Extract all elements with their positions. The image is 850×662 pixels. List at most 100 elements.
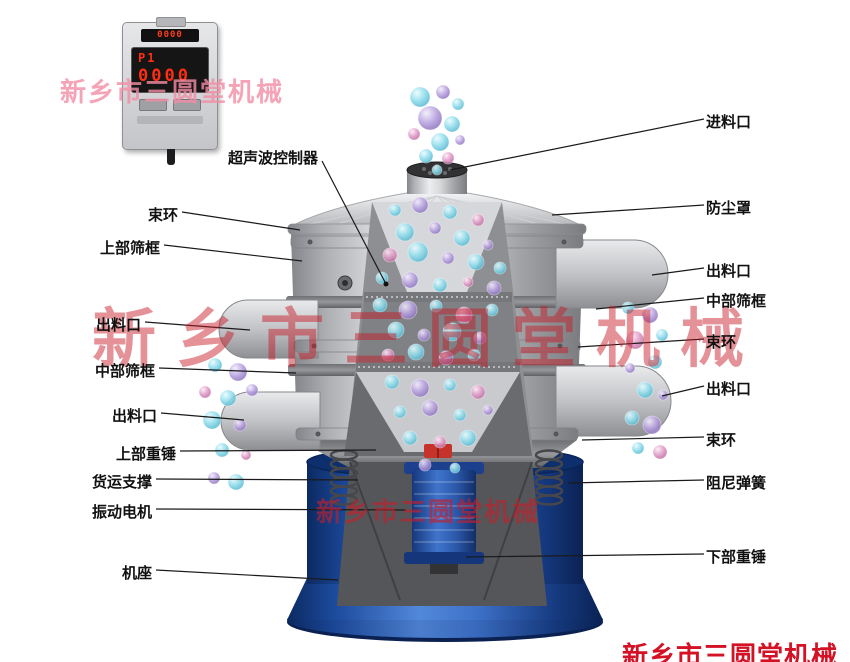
bubble: [387, 321, 405, 339]
bubble: [624, 410, 640, 426]
damping-spring-right: [534, 449, 564, 506]
leader-line: [163, 244, 303, 262]
bubble: [432, 277, 448, 293]
controller-button: [173, 99, 201, 111]
bubble: [398, 300, 418, 320]
label-ultrasonic-controller: 超声波控制器: [228, 150, 319, 167]
bubble: [482, 404, 494, 416]
bubble: [433, 435, 447, 449]
leader-lines: [144, 118, 705, 581]
bubble: [202, 410, 222, 430]
bubble: [442, 204, 458, 220]
bubble: [401, 271, 419, 289]
bubble: [493, 261, 507, 275]
leader-line: [160, 412, 245, 421]
label-upper-weight: 上部重锤: [116, 446, 177, 463]
bubble: [442, 322, 462, 342]
leader-line: [449, 118, 705, 171]
bubble: [198, 385, 212, 399]
bubble: [407, 241, 429, 263]
bubble: [624, 362, 636, 374]
bubble: [443, 378, 457, 392]
bubble: [233, 418, 247, 432]
leader-line: [651, 267, 705, 276]
vibration-motor: [404, 462, 484, 574]
bubble: [467, 253, 485, 271]
discharge-chute-left-bottom: [220, 391, 321, 451]
bubble: [388, 203, 402, 217]
bubble: [431, 164, 443, 176]
bubble: [647, 354, 663, 370]
bubble: [407, 343, 425, 361]
label-outlet-right-1: 出料口: [706, 263, 752, 280]
cutaway-interior: [337, 202, 547, 606]
bubble: [449, 462, 461, 474]
bubble: [435, 84, 451, 100]
label-machine-base: 机座: [122, 565, 153, 582]
bubble: [409, 86, 431, 108]
bubble: [393, 405, 407, 419]
controller-mount-tab: [156, 17, 186, 27]
leader-line: [661, 385, 705, 397]
label-outlet-left-2: 出料口: [112, 408, 158, 425]
bubble: [240, 449, 252, 461]
bubble: [631, 441, 645, 455]
bubble: [219, 389, 237, 407]
bubble: [636, 381, 654, 399]
label-middle-sieve-frame-right: 中部筛框: [706, 293, 767, 310]
leader-line: [321, 160, 387, 285]
leader-line: [465, 553, 705, 558]
label-outlet-left-1: 出料口: [96, 317, 142, 334]
label-outlet-right-2: 出料口: [706, 381, 752, 398]
leader-line: [155, 508, 407, 511]
bubble: [372, 297, 388, 313]
bubble: [485, 303, 499, 317]
controller-button: [139, 99, 167, 111]
controller-value-readout: 0000: [138, 66, 191, 86]
leader-line: [581, 436, 705, 441]
bubble: [428, 221, 442, 235]
label-upper-sieve-frame: 上部筛框: [100, 240, 161, 257]
bubble: [430, 132, 450, 152]
bubble: [471, 213, 485, 227]
label-damping-spring: 阻尼弹簧: [706, 475, 767, 492]
controller-label-strip: [137, 116, 203, 124]
bubble: [655, 328, 669, 342]
bubble: [473, 331, 487, 345]
bubble: [402, 430, 418, 446]
bubble: [429, 299, 443, 313]
bubble: [384, 374, 400, 390]
label-feed-inlet: 进料口: [706, 114, 752, 131]
label-middle-sieve-frame-left: 中部筛框: [95, 363, 156, 380]
leader-line: [155, 569, 339, 581]
ultrasonic-controller-device: 0000 P1 0000: [122, 17, 218, 165]
bubble: [207, 471, 221, 485]
bubble: [455, 306, 473, 324]
leader-line: [158, 367, 297, 374]
label-dust-cover: 防尘罩: [706, 200, 752, 217]
bubble: [395, 222, 415, 242]
bubble: [207, 357, 223, 373]
leader-line: [181, 211, 301, 231]
bubble: [470, 384, 486, 400]
controller-cable: [167, 149, 175, 165]
controller-channel-readout: P1: [138, 51, 157, 65]
bubble: [417, 105, 443, 131]
discharge-chute-left-middle: [218, 299, 319, 359]
bubble: [417, 328, 431, 342]
label-cargo-support: 货运支撑: [92, 474, 153, 491]
label-clamp-ring-right-2: 束环: [706, 432, 737, 449]
bubble: [418, 458, 432, 472]
bubble: [641, 306, 659, 324]
leader-line: [179, 449, 377, 452]
label-vibration-motor: 振动电机: [92, 504, 153, 521]
bubble: [418, 148, 434, 164]
label-clamp-ring-right-1: 束环: [706, 334, 737, 351]
bubble: [482, 239, 494, 251]
bubble: [451, 97, 465, 111]
leader-line: [551, 204, 705, 216]
bubble: [467, 348, 481, 362]
bubble: [227, 473, 245, 491]
bubble: [441, 151, 455, 165]
bubble: [621, 301, 635, 315]
